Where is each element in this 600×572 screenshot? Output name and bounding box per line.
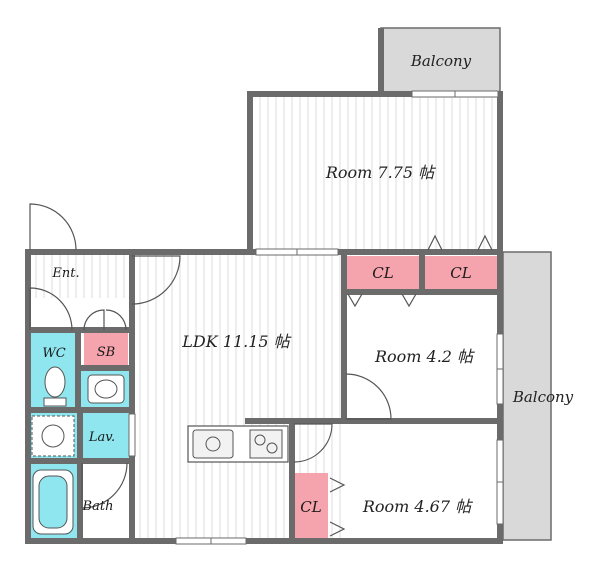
room-42-label: Room 4.2 帖	[374, 347, 475, 366]
sink-icon	[192, 429, 234, 459]
bath-label: Bath	[82, 499, 114, 514]
windows	[128, 90, 504, 545]
washer-icon	[31, 415, 75, 457]
closet-3-label: CL	[300, 498, 321, 516]
room-775-floor	[250, 94, 500, 250]
closet-2-label: CL	[450, 264, 471, 282]
entrance-floor	[28, 252, 132, 298]
closet-2	[425, 256, 498, 289]
room-775-label: Room 7.75 帖	[325, 163, 436, 182]
closet-1-label: CL	[372, 264, 393, 282]
balcony-right-label: Balcony	[512, 388, 574, 406]
balcony-right	[502, 251, 552, 541]
wc-label: WC	[42, 346, 65, 361]
room-467-label: Room 4.67 帖	[362, 497, 473, 516]
balcony-top-label: Balcony	[410, 52, 472, 70]
closet-3	[294, 473, 328, 539]
balcony-top	[378, 27, 501, 95]
doors	[29, 203, 493, 537]
kitchen-counter	[187, 425, 289, 463]
stove-icon	[249, 429, 283, 459]
entrance-label: Ent.	[51, 266, 79, 281]
sb-label: SB	[97, 345, 115, 360]
lav-label: Lav.	[88, 430, 115, 445]
ldk-label: LDK 11.15 帖	[181, 332, 291, 351]
bathtub-icon	[32, 469, 74, 535]
shoe-box	[84, 333, 128, 367]
toilet-icon	[43, 366, 67, 407]
basin-icon	[87, 374, 125, 404]
closet-1	[346, 256, 420, 289]
